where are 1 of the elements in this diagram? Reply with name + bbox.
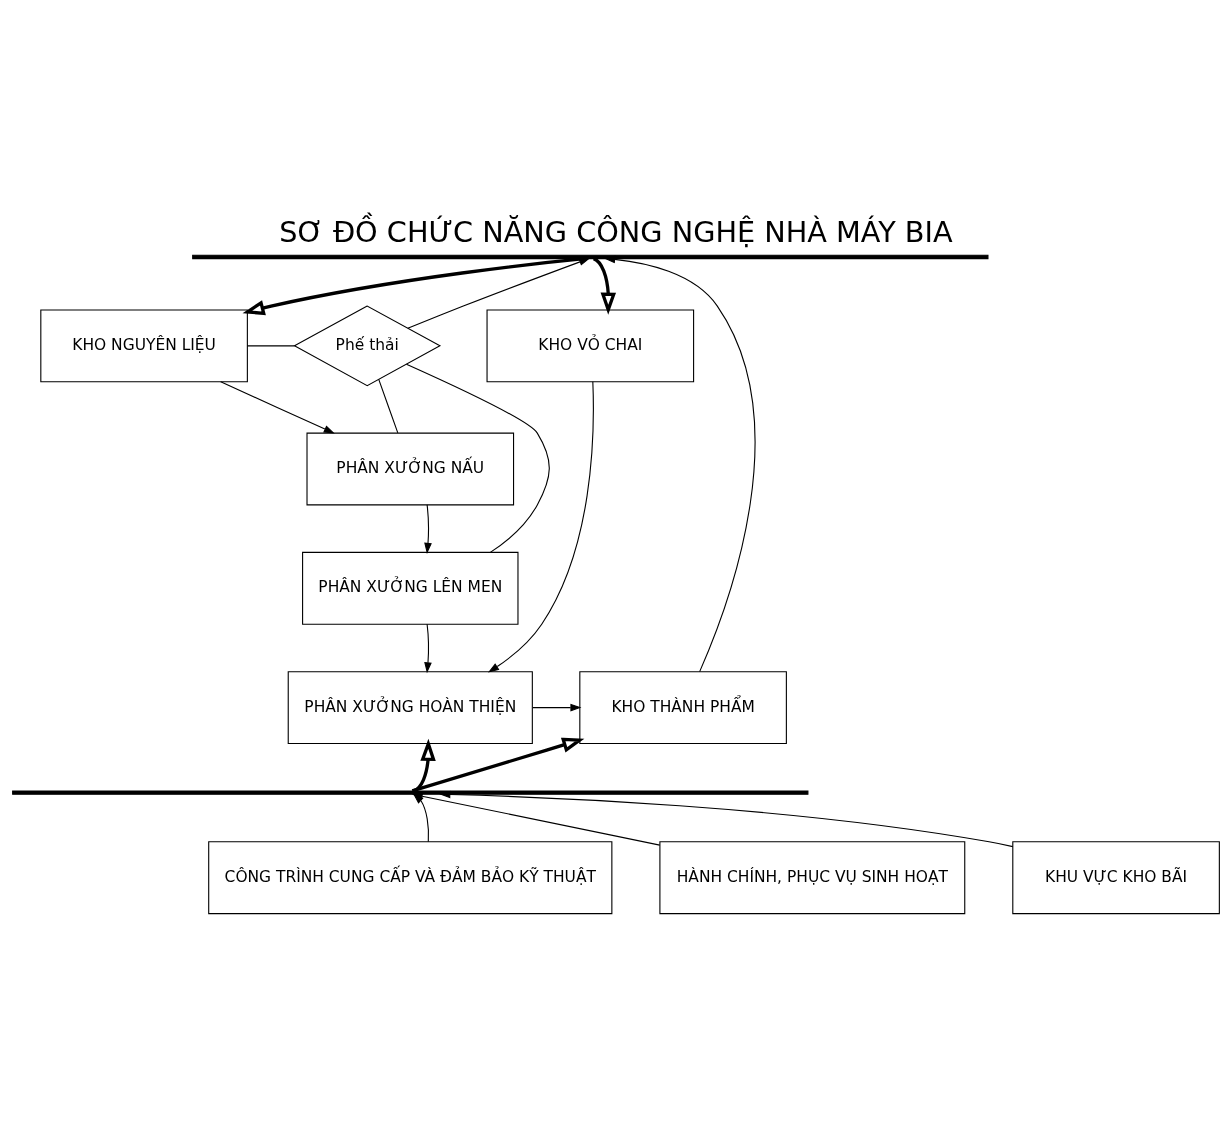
diagram-title: SƠ ĐỒ CHỨC NĂNG CÔNG NGHỆ NHÀ MÁY BIA [279, 214, 953, 249]
